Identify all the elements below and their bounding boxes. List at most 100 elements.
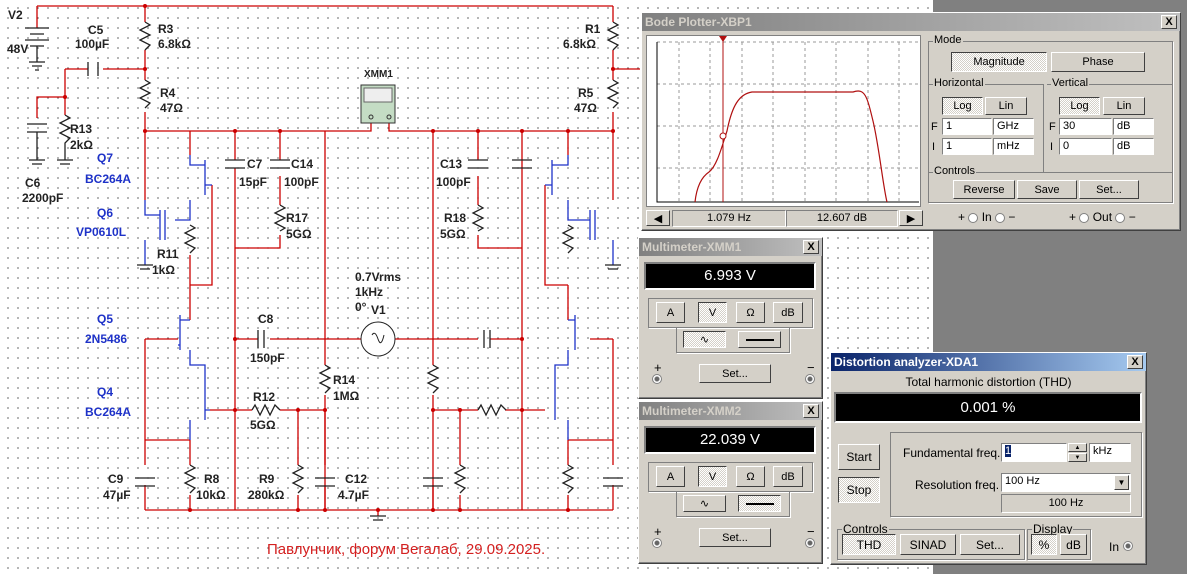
xmm1-db-button[interactable]: dB	[773, 302, 803, 323]
sinad-button[interactable]: SINAD	[900, 534, 956, 555]
v-initial-unit[interactable]: dB	[1113, 138, 1154, 155]
xmm1-ac-button[interactable]: ∿	[683, 331, 726, 348]
c13-ref: C13	[440, 157, 462, 171]
c6-value: 2200pF	[22, 191, 63, 205]
magnitude-button[interactable]: Magnitude	[951, 52, 1047, 72]
h-initial-label: I	[932, 141, 936, 153]
set-button[interactable]: Set...	[1079, 180, 1139, 199]
c7-ref: C7	[247, 157, 263, 171]
xmm1-voltmeter-button[interactable]: V	[698, 302, 727, 323]
fundamental-freq-unit[interactable]: kHz	[1089, 443, 1131, 462]
xmm2-title-bar[interactable]: Multimeter-XMM2 X	[639, 402, 822, 420]
xda-in-terminal[interactable]	[1123, 541, 1133, 551]
xmm2-voltmeter-button[interactable]: V	[698, 466, 727, 487]
xmm1-set-button[interactable]: Set...	[699, 364, 771, 383]
c6-ref: C6	[25, 176, 41, 190]
v-final-unit[interactable]: dB	[1113, 118, 1154, 135]
c14-ref: C14	[291, 157, 313, 171]
r5-value: 47Ω	[574, 101, 597, 115]
bode-in-terminals[interactable]: + In −	[958, 210, 1016, 224]
c5-ref: C5	[88, 23, 104, 37]
resolution-freq-select[interactable]: 100 Hz▼	[1001, 473, 1131, 492]
q5-ref: Q5	[97, 312, 113, 326]
h-initial-input[interactable]: 1	[942, 138, 992, 155]
xmm2-title: Multimeter-XMM2	[642, 404, 742, 418]
bode-settings: Mode Magnitude Phase Horizontal Log Lin …	[928, 34, 1173, 203]
bode-close-button[interactable]: X	[1161, 15, 1177, 29]
v-initial-input[interactable]: 0	[1059, 138, 1112, 155]
bode-graph[interactable]	[646, 35, 921, 207]
save-button[interactable]: Save	[1017, 180, 1077, 199]
horizontal-log-button[interactable]: Log	[942, 97, 983, 115]
passive-components	[25, 21, 623, 521]
bode-controls-label: Controls	[933, 165, 976, 177]
xda-title-bar[interactable]: Distortion analyzer-XDA1 X	[831, 353, 1146, 371]
xmm1-plus-terminal[interactable]	[652, 374, 662, 384]
v2-ref: V2	[8, 8, 23, 22]
bode-magnitude-trace	[694, 90, 888, 203]
q5-value: 2N5486	[85, 332, 127, 346]
percent-button[interactable]: %	[1031, 534, 1057, 555]
thd-button[interactable]: THD	[842, 534, 896, 555]
xmm2-dc-button[interactable]	[738, 495, 781, 512]
c8-ref: C8	[258, 312, 274, 326]
v-final-input[interactable]: 30	[1059, 118, 1112, 135]
xda-set-button[interactable]: Set...	[960, 534, 1020, 555]
xmm2-minus-terminal[interactable]	[805, 538, 815, 548]
mode-label: Mode	[933, 34, 963, 46]
xmm2-close-button[interactable]: X	[803, 404, 819, 418]
r14-value: 1MΩ	[333, 389, 360, 403]
c9-value: 47µF	[103, 488, 131, 502]
distortion-analyzer-window: Distortion analyzer-XDA1 X Total harmonic…	[830, 352, 1147, 565]
xda-close-button[interactable]: X	[1127, 355, 1143, 369]
resolution-freq-label: Resolution freq.	[915, 478, 1000, 492]
c12-value: 4.7µF	[338, 488, 369, 502]
c5-value: 100µF	[75, 37, 109, 51]
xmm2-plus-terminal[interactable]	[652, 538, 662, 548]
xmm1-ohmmeter-button[interactable]: Ω	[736, 302, 765, 323]
q4-ref: Q4	[97, 385, 113, 399]
thd-heading: Total harmonic distortion (THD)	[905, 375, 1072, 389]
r11-ref: R11	[157, 247, 179, 261]
horizontal-lin-button[interactable]: Lin	[985, 97, 1027, 115]
xmm2-db-button[interactable]: dB	[773, 466, 803, 487]
reverse-button[interactable]: Reverse	[953, 180, 1015, 199]
xmm2-ammeter-button[interactable]: A	[656, 466, 685, 487]
xmm1-dc-button[interactable]	[738, 331, 781, 348]
cursor-left-button[interactable]: ◀	[646, 210, 670, 226]
bode-out-terminals[interactable]: + Out −	[1069, 210, 1136, 224]
v1-phase: 0°	[355, 300, 367, 314]
bode-plot	[656, 36, 919, 203]
junctions	[63, 4, 615, 512]
h-final-input[interactable]: 1	[942, 118, 992, 135]
r13-ref: R13	[70, 122, 92, 136]
xmm2-set-button[interactable]: Set...	[699, 528, 771, 547]
xmm1-minus-terminal[interactable]	[805, 374, 815, 384]
h-final-unit[interactable]: GHz	[993, 118, 1034, 135]
r9-value: 280kΩ	[248, 488, 285, 502]
r1-ref: R1	[585, 22, 601, 36]
start-button[interactable]: Start	[838, 444, 880, 470]
r17-ref: R17	[286, 211, 308, 225]
xmm1-minus-label: −	[807, 360, 815, 375]
cursor-right-button[interactable]: ▶	[899, 210, 923, 226]
vertical-log-button[interactable]: Log	[1059, 97, 1100, 115]
r8-value: 10kΩ	[196, 488, 226, 502]
xmm2-ohmmeter-button[interactable]: Ω	[736, 466, 765, 487]
xda-title: Distortion analyzer-XDA1	[834, 355, 979, 369]
fundamental-freq-spinner[interactable]: ▲▼	[1068, 443, 1087, 462]
r18-value: 5GΩ	[440, 227, 466, 241]
h-initial-unit[interactable]: mHz	[993, 138, 1034, 155]
fundamental-freq-input[interactable]: 1	[1001, 443, 1067, 462]
stop-button[interactable]: Stop	[838, 477, 880, 503]
db-button[interactable]: dB	[1060, 534, 1087, 555]
xmm1-close-button[interactable]: X	[803, 240, 819, 254]
phase-button[interactable]: Phase	[1051, 52, 1145, 72]
xmm1-ammeter-button[interactable]: A	[656, 302, 685, 323]
vertical-lin-button[interactable]: Lin	[1103, 97, 1145, 115]
r4-ref: R4	[160, 86, 176, 100]
xmm2-ac-button[interactable]: ∿	[683, 495, 726, 512]
r8-ref: R8	[204, 472, 220, 486]
